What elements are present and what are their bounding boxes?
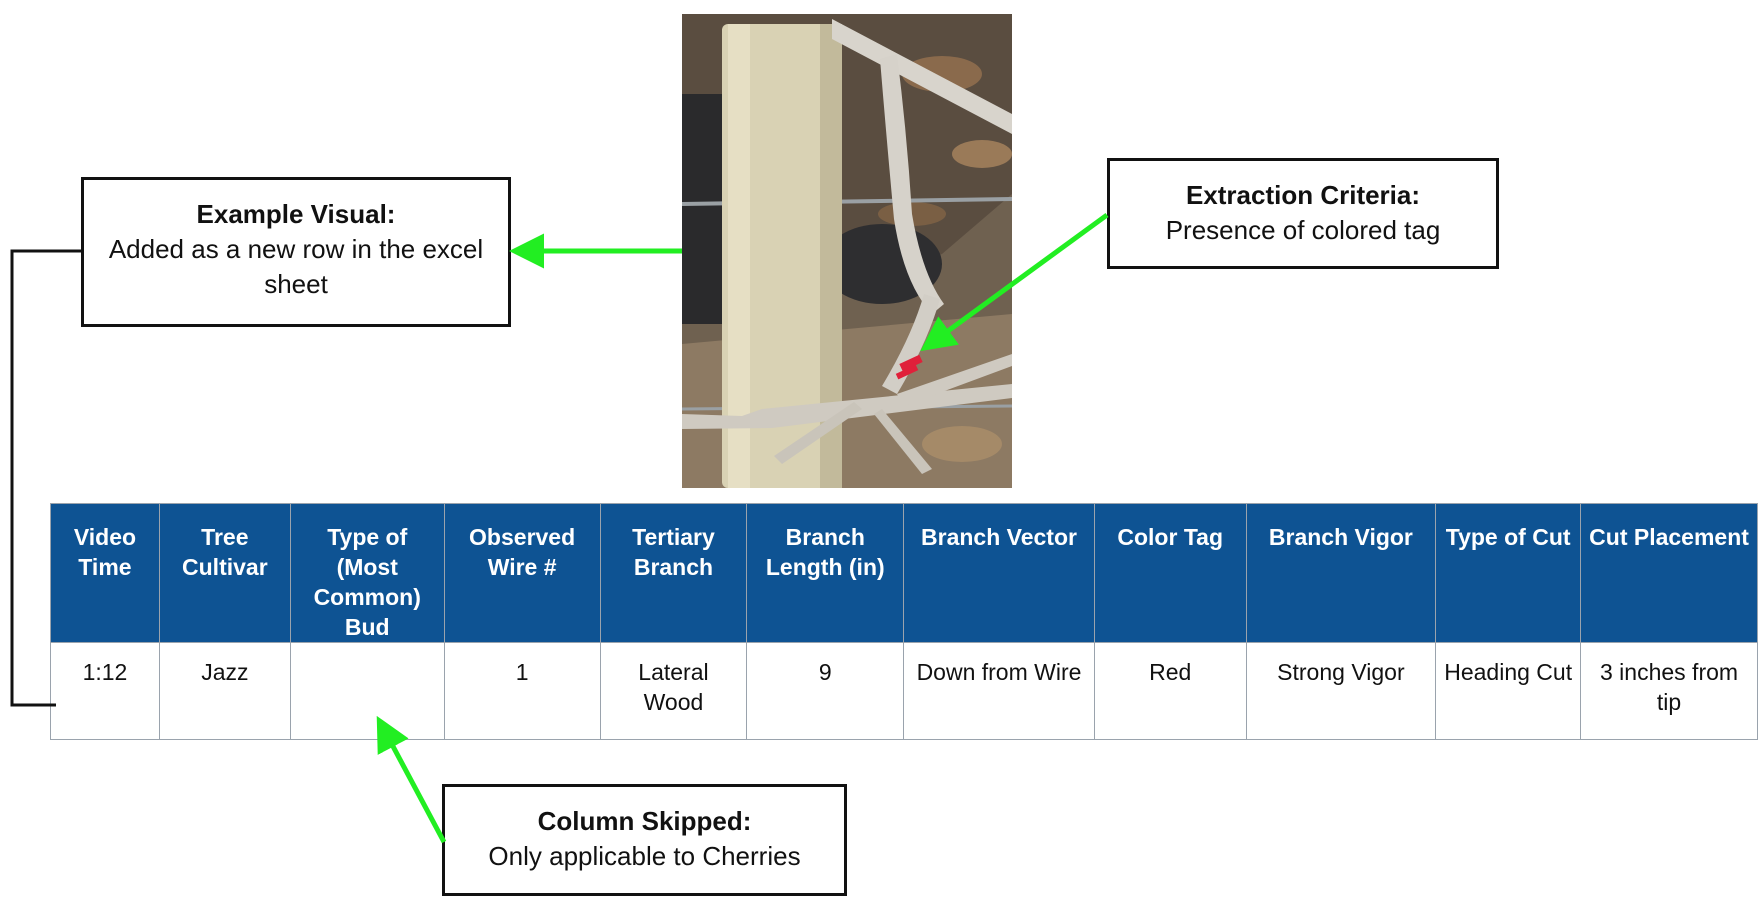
column-skipped-arrow: [376, 715, 447, 844]
extraction-criteria-title: Extraction Criteria:: [1185, 180, 1421, 210]
bracket-connector: [10, 249, 81, 707]
table-cell: 1:12: [50, 642, 160, 740]
table-cell: Strong Vigor: [1245, 642, 1437, 740]
data-table: Video Time Tree Cultivar Type of (Most C…: [50, 503, 1758, 740]
extraction-criteria-text: Presence of colored tag: [1165, 215, 1441, 245]
extraction-criteria-arrow: [920, 212, 1109, 352]
table-row: 1:12 Jazz 1 Lateral Wood 9 Down from Wir…: [50, 642, 1758, 740]
column-header: Video Time: [50, 503, 160, 643]
column-skipped-title: Column Skipped:: [537, 806, 752, 836]
column-header: Observed Wire #: [443, 503, 601, 643]
column-skipped-callout: Column Skipped: Only applicable to Cherr…: [442, 784, 847, 896]
table-cell: 9: [746, 642, 905, 740]
table-cell: Jazz: [158, 642, 291, 740]
column-header: Color Tag: [1093, 503, 1247, 643]
example-visual-text: Added as a new row in the excel sheet: [108, 234, 484, 299]
example-visual-callout: Example Visual: Added as a new row in th…: [81, 177, 511, 327]
extraction-criteria-callout: Extraction Criteria: Presence of colored…: [1107, 158, 1499, 269]
column-header: Type of (Most Common) Bud: [289, 503, 445, 643]
branch-photo-illustration: [682, 14, 1012, 488]
table-cell: Heading Cut: [1435, 642, 1582, 740]
table-cell: Down from Wire: [903, 642, 1095, 740]
table-header-row: Video Time Tree Cultivar Type of (Most C…: [50, 503, 1758, 643]
column-header: Type of Cut: [1435, 503, 1582, 643]
example-visual-title: Example Visual:: [196, 199, 396, 229]
column-skipped-text: Only applicable to Cherries: [488, 841, 801, 871]
column-header: Tree Cultivar: [158, 503, 291, 643]
column-header: Branch Vector: [903, 503, 1095, 643]
branch-photo: [682, 14, 1012, 488]
table-cell: Lateral Wood: [599, 642, 748, 740]
table-cell: 1: [443, 642, 601, 740]
table-cell-skipped: [289, 642, 445, 740]
column-header: Cut Placement: [1580, 503, 1758, 643]
column-header: Tertiary Branch: [599, 503, 748, 643]
table-cell: Red: [1093, 642, 1247, 740]
table-cell: 3 inches from tip: [1580, 642, 1758, 740]
